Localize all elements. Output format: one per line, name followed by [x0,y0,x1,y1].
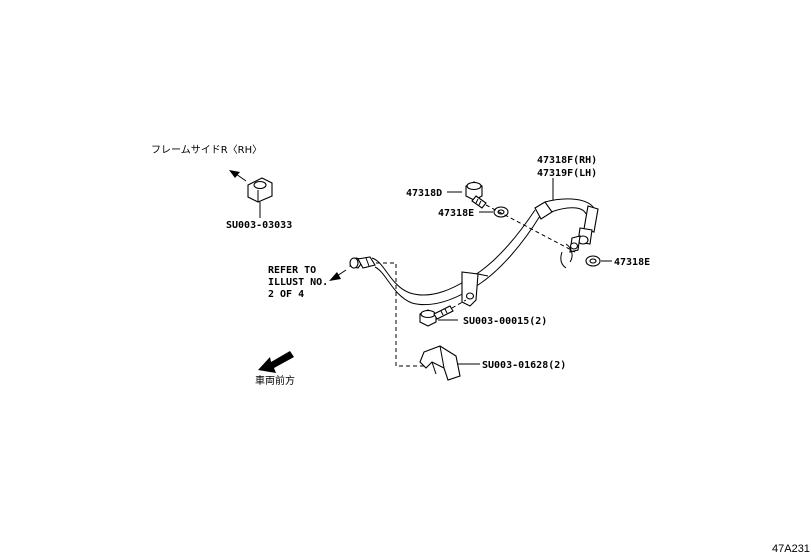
part-47319f-label: 47319F(LH) [537,168,597,179]
bolt-dash-line [485,204,576,253]
su-00015-label: SU003-00015(2) [463,316,547,327]
part-47318e-right-label: 47318E [614,257,650,268]
frame-nut-part [247,177,273,203]
gasket-left [493,206,509,218]
refer-line-2: ILLUST NO. [268,277,328,288]
frame-side-label: フレームサイドR〈RH〉 [151,144,262,156]
su-01628-label: SU003-01628(2) [482,360,566,371]
brake-hose [349,198,599,307]
bolt2-dash-line [451,299,467,309]
bolt-47318d [465,181,487,209]
illustration-id: 47A231 [772,543,810,555]
refer-arrow-head [329,272,341,281]
frame-nut-arrow-head [229,170,240,178]
part-47318f-label: 47318F(RH) [537,155,597,166]
vehicle-front-arrow-icon [258,351,294,373]
bolt-su003-00015 [419,305,454,327]
clip-su003-01628 [419,345,461,381]
part-47318d-label: 47318D [406,188,442,199]
su-03033-label: SU003-03033 [226,220,292,231]
clip-dash-line [376,262,426,367]
refer-line-3: 2 OF 4 [268,289,304,300]
refer-line-1: REFER TO [268,265,316,276]
gasket-right [585,255,601,267]
vehicle-front-label: 車両前方 [255,374,295,387]
part-47318e-left-label: 47318E [438,208,474,219]
frame-nut-arrow-line [235,173,247,182]
